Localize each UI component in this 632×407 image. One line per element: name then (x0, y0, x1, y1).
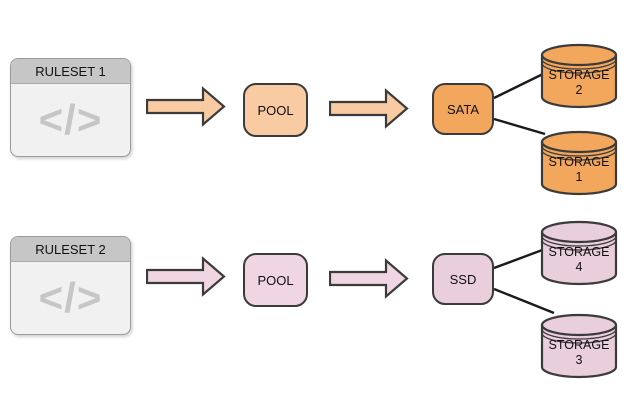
cylinder-icon (540, 313, 618, 379)
flow-arrow-icon (329, 258, 409, 299)
device-node-sata: SATA (432, 83, 494, 135)
storage-2-cylinder: STORAGE 2 (540, 43, 618, 109)
device-label: SSD (449, 271, 477, 287)
cylinder-icon (540, 130, 618, 196)
device-label: SATA (446, 101, 480, 117)
ruleset-2-window: RULESET 2 </> (10, 236, 131, 335)
flow-arrow-icon (329, 88, 409, 129)
storage-4-cylinder: STORAGE 4 (540, 220, 618, 286)
ruleset-1-window: RULESET 1 </> (10, 58, 131, 157)
flow-arrow-icon (146, 256, 226, 297)
storage-label: STORAGE 4 (548, 245, 610, 274)
ruleset-1-title: RULESET 1 (11, 59, 130, 84)
storage-label: STORAGE 1 (548, 155, 610, 184)
code-icon: </> (38, 96, 103, 143)
ruleset-1-body: </> (11, 84, 130, 156)
ruleset-2-body: </> (11, 262, 130, 334)
flow-arrow-icon (146, 86, 226, 127)
connector-sata-storage1 (493, 117, 546, 136)
connector-ssd-storage4 (493, 247, 546, 270)
storage-1-cylinder: STORAGE 1 (540, 130, 618, 196)
storage-label: STORAGE 3 (548, 338, 610, 367)
device-node-ssd: SSD (432, 253, 494, 305)
storage-3-cylinder: STORAGE 3 (540, 313, 618, 379)
code-icon: </> (38, 274, 103, 321)
storage-label: STORAGE 2 (548, 68, 610, 97)
cylinder-icon (540, 220, 618, 286)
connector-ssd-storage3 (493, 287, 555, 315)
pool-label: POOL (257, 272, 294, 288)
pool-label: POOL (257, 102, 294, 118)
connector-sata-storage2 (493, 71, 546, 100)
ruleset-2-title: RULESET 2 (11, 237, 130, 262)
cylinder-icon (540, 43, 618, 109)
pool-node-sata: POOL (243, 83, 308, 137)
pool-node-ssd: POOL (243, 253, 308, 307)
